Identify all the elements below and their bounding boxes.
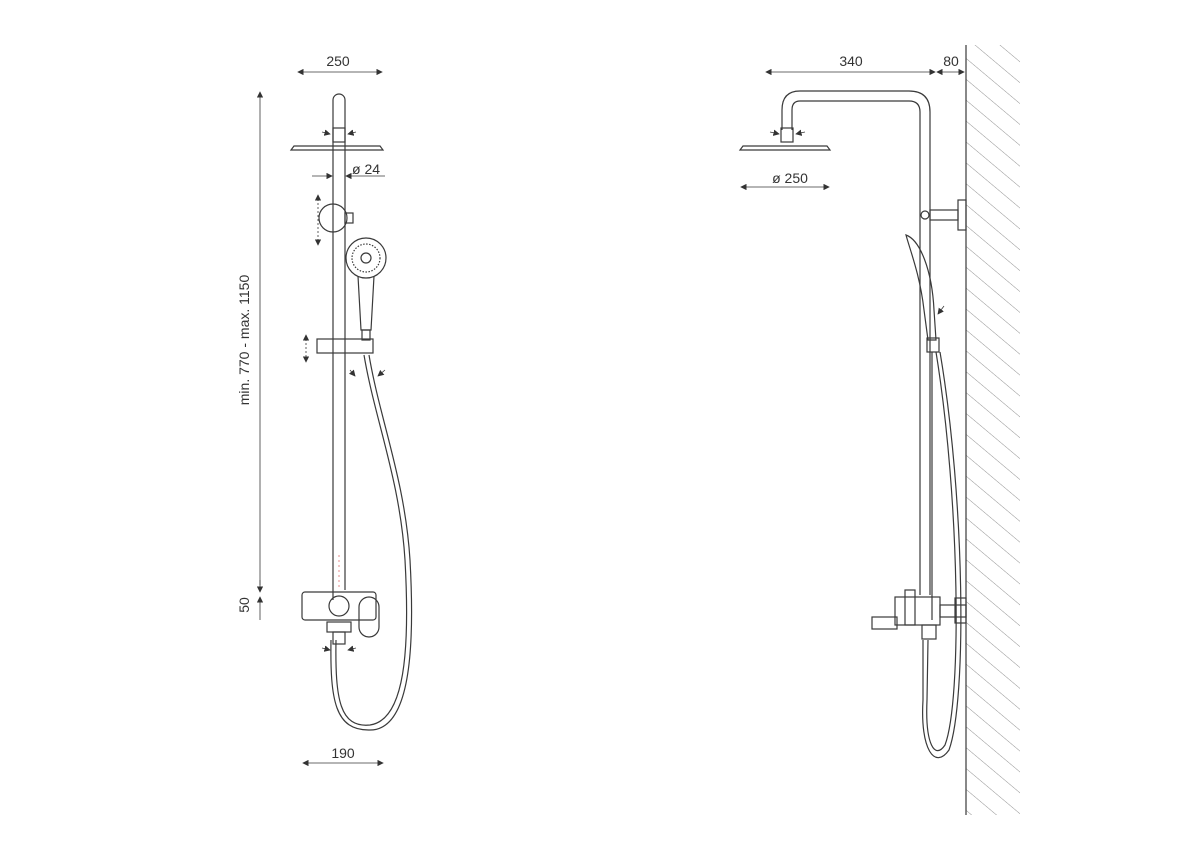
- slide-holder: [316, 338, 374, 354]
- side-wall-bracket: [929, 209, 959, 221]
- hand-shower-handle: [357, 275, 375, 331]
- hand-shower-head: [345, 237, 387, 279]
- side-riser-arm: [781, 90, 931, 595]
- side-view: 340 80 ø 250: [738, 45, 1020, 815]
- wall-bracket: [318, 203, 348, 233]
- dim-height-label: min. 770 - max. 1150: [236, 275, 252, 406]
- dim-250-label: 250: [326, 53, 350, 69]
- wall-hatch: [966, 45, 1020, 815]
- head-connector: [332, 127, 346, 143]
- side-spout: [871, 616, 898, 630]
- side-mixer: [894, 596, 941, 626]
- riser-pipe: [332, 93, 346, 600]
- dim-250-side-label: ø 250: [772, 170, 808, 186]
- mixer-lever: [358, 596, 380, 638]
- side-hand-shower: [905, 234, 937, 341]
- shower-head: [289, 145, 385, 151]
- front-view: 250 ø 24 min. 770 - max. 1150 50 190: [236, 53, 413, 767]
- mixer-body: [301, 591, 377, 621]
- dim-80-label: 80: [943, 53, 959, 69]
- dim-190-label: 190: [331, 745, 355, 761]
- side-shower-head: [738, 145, 832, 151]
- dim-24-label: ø 24: [352, 161, 380, 177]
- dim-340-label: 340: [839, 53, 863, 69]
- side-hose: [926, 351, 957, 752]
- dim-50-label: 50: [236, 597, 252, 613]
- hose: [335, 354, 408, 726]
